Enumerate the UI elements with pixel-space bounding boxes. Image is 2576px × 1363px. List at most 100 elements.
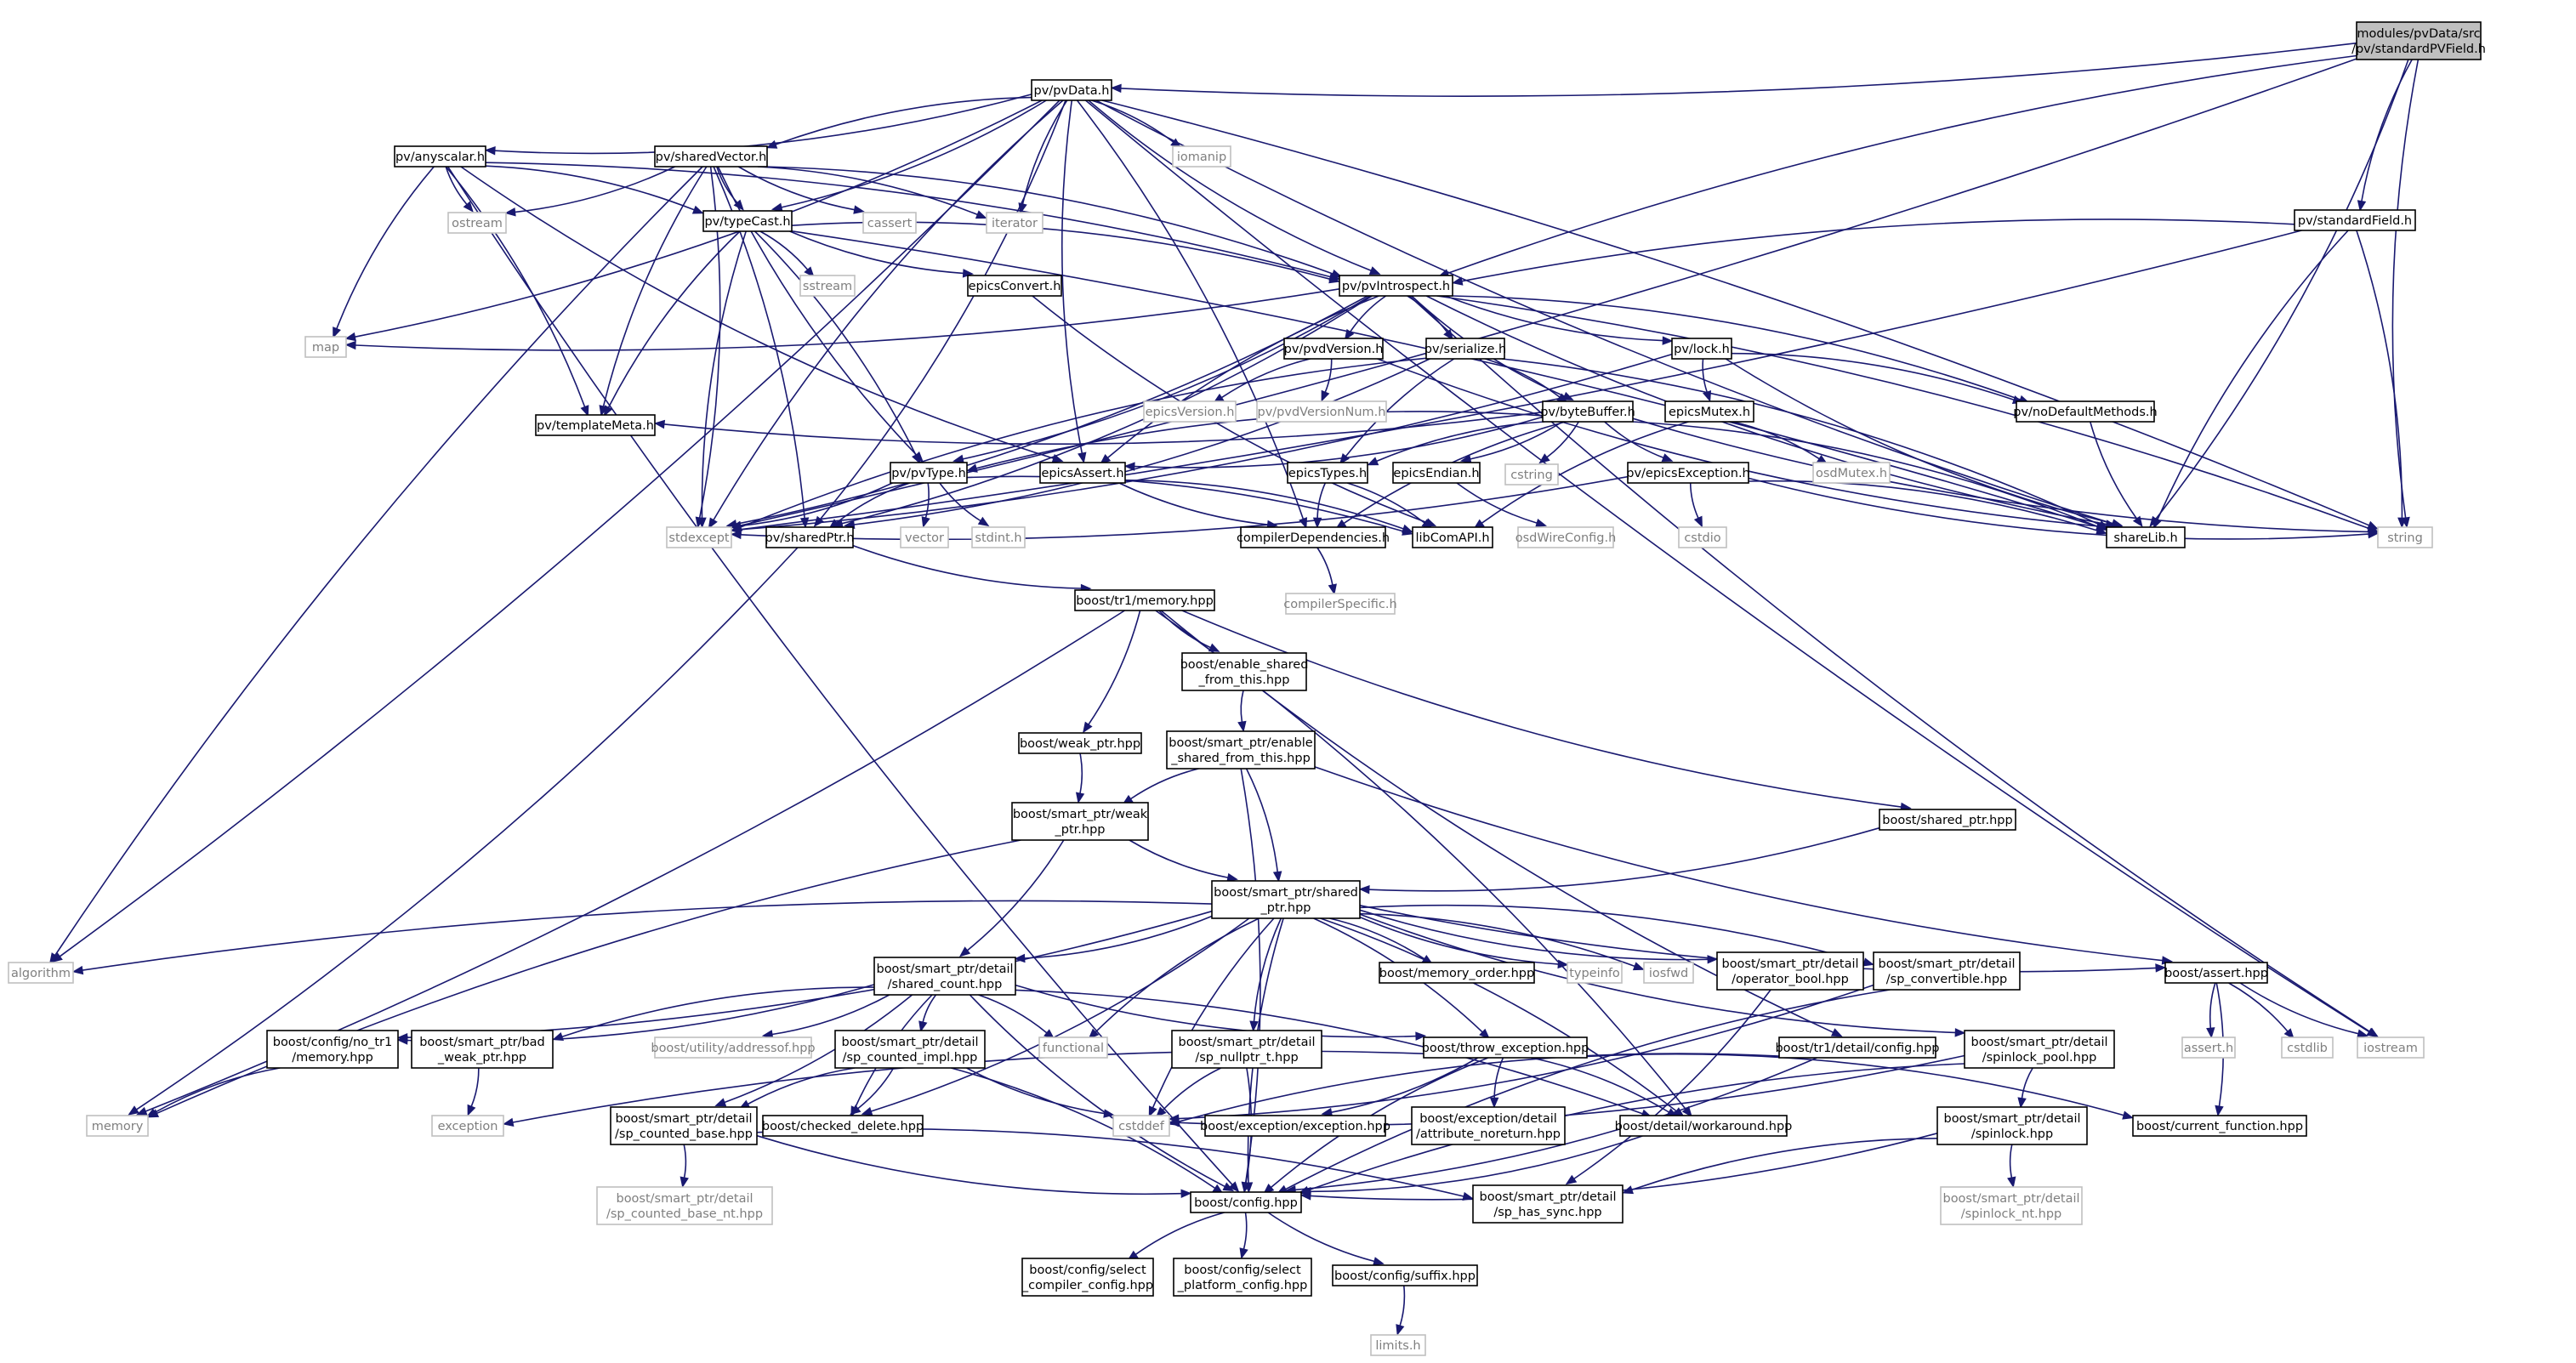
node-box bbox=[890, 462, 968, 484]
node-sp-enable-shared[interactable]: boost/smart_ptr/enable_shared_from_this.… bbox=[1166, 730, 1316, 770]
edge-arrowhead bbox=[1180, 1189, 1192, 1198]
node-shared-ptr-hpp[interactable]: boost/shared_ptr.hpp bbox=[1879, 809, 2016, 831]
node-sp-counted-base[interactable]: boost/smart_ptr/detail/sp_counted_base.h… bbox=[610, 1106, 758, 1145]
edge-line bbox=[819, 99, 1066, 520]
node-lock[interactable]: pv/lock.h bbox=[1671, 338, 1732, 360]
node-spinlock-pool[interactable]: boost/smart_ptr/detail/spinlock_pool.hpp bbox=[1964, 1030, 2115, 1069]
include-edge bbox=[2391, 59, 2420, 529]
include-edge bbox=[1344, 295, 1387, 341]
include-edge bbox=[1396, 1285, 1406, 1336]
node-epics-assert[interactable]: epicsAssert.h bbox=[1039, 462, 1126, 484]
node-sp-weak[interactable]: boost/smart_ptr/weak_ptr.hpp bbox=[1011, 802, 1149, 841]
node-exception-hpp[interactable]: boost/exception/exception.hpp bbox=[1200, 1115, 1390, 1137]
node-root[interactable]: modules/pvData/src/pv/standardPVField.h bbox=[2351, 21, 2486, 60]
node-spinlock[interactable]: boost/smart_ptr/detail/spinlock.hpp bbox=[1936, 1106, 2088, 1145]
edge-line bbox=[1376, 421, 1545, 463]
node-sp-counted-impl[interactable]: boost/smart_ptr/detail/sp_counted_impl.h… bbox=[834, 1030, 986, 1069]
node-select-compiler[interactable]: boost/config/select_compiler_config.hpp bbox=[1021, 1258, 1154, 1297]
node-current-function[interactable]: boost/current_function.hpp bbox=[2132, 1115, 2307, 1137]
node-box bbox=[1332, 1264, 1478, 1286]
node-compiler-dep[interactable]: compilerDependencies.h bbox=[1237, 526, 1390, 548]
edge-line bbox=[854, 358, 1430, 525]
node-operator-bool[interactable]: boost/smart_ptr/detail/operator_bool.hpp bbox=[1716, 951, 1864, 991]
node-weak-ptr[interactable]: boost/weak_ptr.hpp bbox=[1018, 732, 1142, 754]
node-standard-field[interactable]: pv/standardField.h bbox=[2294, 209, 2416, 231]
node-pvd-version[interactable]: pv/pvdVersion.h bbox=[1283, 338, 1384, 360]
node-share-lib[interactable]: shareLib.h bbox=[2106, 526, 2186, 548]
edge-line bbox=[1702, 358, 1708, 393]
node-label: pv/pvIntrospect.h bbox=[1342, 280, 1450, 293]
node-shared-ptr[interactable]: pv/sharedPtr.h bbox=[765, 526, 855, 548]
node-epics-convert[interactable]: epicsConvert.h bbox=[967, 275, 1062, 297]
node-template-meta[interactable]: pv/templateMeta.h bbox=[535, 414, 656, 436]
edge-arrowhead bbox=[1078, 451, 1087, 464]
node-no-tr-1[interactable]: boost/config/no_tr1/memory.hpp bbox=[266, 1030, 399, 1069]
node-serialize[interactable]: pv/serialize.h bbox=[1424, 338, 1506, 360]
include-edge bbox=[1124, 479, 1413, 533]
node-sp-nullptr[interactable]: boost/smart_ptr/detail/sp_nullptr_t.hpp bbox=[1171, 1030, 1322, 1069]
include-edge bbox=[1748, 480, 2107, 535]
edge-arrowhead bbox=[2122, 1110, 2134, 1120]
edge-line bbox=[1158, 610, 1211, 649]
edge-line bbox=[1181, 610, 1902, 808]
include-edge bbox=[1123, 416, 1544, 471]
include-edge bbox=[2090, 421, 2143, 528]
node-anyscalar[interactable]: pv/anyscalar.h bbox=[394, 145, 486, 168]
edge-line bbox=[607, 230, 741, 408]
edge-arrowhead bbox=[344, 340, 356, 350]
node-sp-shared[interactable]: boost/smart_ptr/shared_ptr.hpp bbox=[1211, 880, 1361, 919]
node-label: cstring bbox=[1510, 469, 1553, 482]
node-memory-order[interactable]: boost/memory_order.hpp bbox=[1379, 962, 1535, 984]
edge-line bbox=[1447, 54, 2357, 275]
node-box bbox=[1379, 962, 1535, 984]
node-shared-count[interactable]: boost/smart_ptr/detail/shared_count.hpp bbox=[873, 957, 1016, 996]
node-no-default[interactable]: pv/noDefaultMethods.h bbox=[2013, 400, 2158, 423]
node-throw-exception[interactable]: boost/throw_exception.hpp bbox=[1422, 1036, 1589, 1059]
node-epics-exception[interactable]: pv/epicsException.h bbox=[1626, 462, 1750, 484]
node-box bbox=[1542, 400, 1634, 423]
node-epics-mutex[interactable]: epicsMutex.h bbox=[1664, 400, 1754, 423]
edge-arrowhead bbox=[1321, 389, 1330, 402]
node-epics-types[interactable]: epicsTypes.h bbox=[1287, 462, 1368, 484]
node-lib-com-api[interactable]: libComAPI.h bbox=[1412, 526, 1493, 548]
node-label: assert.h bbox=[2184, 1042, 2233, 1055]
node-checked-delete[interactable]: boost/checked_delete.hpp bbox=[762, 1115, 924, 1137]
node-bad-weak[interactable]: boost/smart_ptr/bad_weak_ptr.hpp bbox=[411, 1030, 554, 1069]
node-enable-shared[interactable]: boost/enable_shared_from_this.hpp bbox=[1180, 652, 1309, 691]
node-tr-1config[interactable]: boost/tr1/detail/config.hpp bbox=[1775, 1036, 1940, 1059]
node-pv-introspect[interactable]: pv/pvIntrospect.h bbox=[1339, 275, 1453, 297]
node-label: _ptr.hpp bbox=[1260, 901, 1311, 915]
node-suffix[interactable]: boost/config/suffix.hpp bbox=[1332, 1264, 1478, 1286]
edge-arrowhead bbox=[552, 1032, 565, 1041]
node-sp-convertible[interactable]: boost/smart_ptr/detail/sp_convertible.hp… bbox=[1873, 951, 2021, 991]
node-workaround[interactable]: boost/detail/workaround.hpp bbox=[1615, 1115, 1793, 1137]
node-pv-data[interactable]: pv/pvData.h bbox=[1031, 79, 1112, 101]
node-attr-noreturn[interactable]: boost/exception/detail/attribute_noretur… bbox=[1411, 1106, 1566, 1145]
node-stdint: stdint.h bbox=[971, 526, 1026, 548]
node-byte-buffer[interactable]: pv/byteBuffer.h bbox=[1540, 400, 1635, 423]
node-shared-vector[interactable]: pv/sharedVector.h bbox=[654, 145, 768, 168]
node-label: osdMutex.h bbox=[1816, 467, 1887, 480]
node-pv-type[interactable]: pv/pvType.h bbox=[890, 462, 968, 484]
edge-line bbox=[1134, 1212, 1225, 1255]
node-tr-1memory[interactable]: boost/tr1/memory.hpp bbox=[1074, 589, 1215, 611]
node-box bbox=[86, 1115, 149, 1137]
node-box bbox=[447, 212, 507, 234]
node-select-platform[interactable]: boost/config/select_platform_config.hpp bbox=[1173, 1258, 1312, 1297]
node-config-hpp[interactable]: boost/config.hpp bbox=[1190, 1191, 1302, 1213]
include-edge bbox=[765, 96, 1032, 149]
include-edge bbox=[1359, 913, 1966, 1037]
edge-line bbox=[1240, 690, 1244, 723]
node-box bbox=[834, 1030, 986, 1069]
include-edge bbox=[1267, 1212, 1385, 1266]
node-type-cast[interactable]: pv/typeCast.h bbox=[702, 210, 793, 232]
node-assert-hpp[interactable]: boost/assert.hpp bbox=[2164, 962, 2268, 984]
node-label: boost/enable_shared bbox=[1180, 658, 1309, 672]
edge-line bbox=[1502, 358, 2101, 525]
include-edge bbox=[2228, 982, 2295, 1040]
include-edge bbox=[599, 166, 708, 417]
node-epics-endian[interactable]: epicsEndian.h bbox=[1392, 462, 1481, 484]
node-sp-has-sync[interactable]: boost/smart_ptr/detail/sp_has_sync.hpp bbox=[1472, 1184, 1624, 1224]
edge-line bbox=[1178, 1053, 1780, 1122]
node-label: pv/serialize.h bbox=[1424, 343, 1506, 356]
